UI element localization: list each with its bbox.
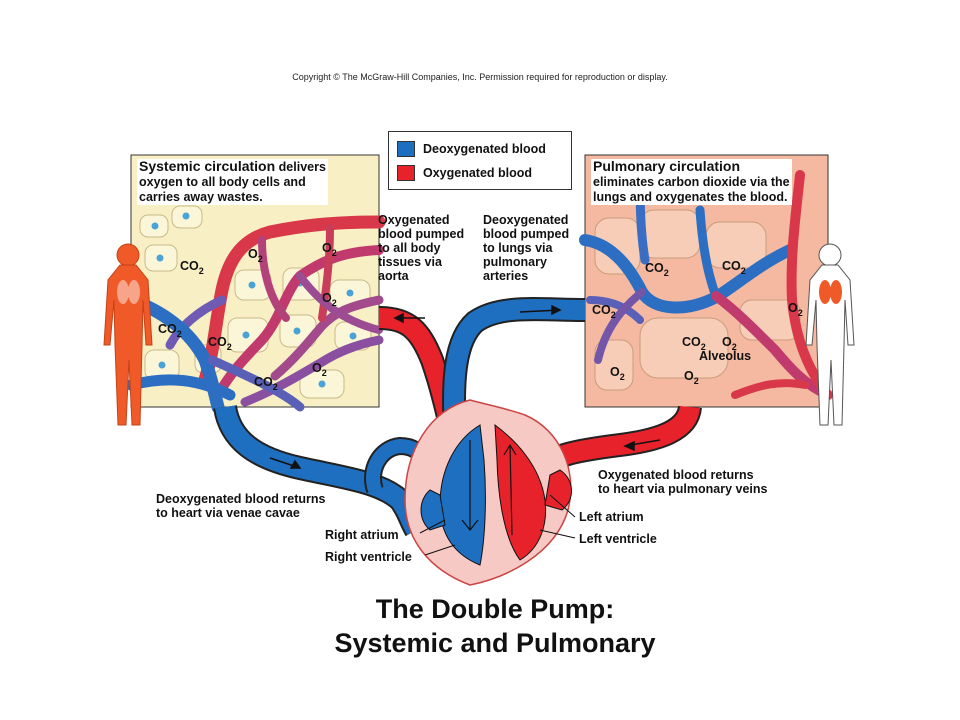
- left-ventricle-label: Left ventricle: [579, 532, 657, 546]
- legend-item-deoxygenated: Deoxygenated blood: [397, 140, 546, 158]
- label-line: blood pumped: [483, 227, 570, 241]
- pulmonary-gas-labels: CO2 CO2 CO2 O2 CO2 O2 Alveolus O2 O2: [592, 259, 803, 386]
- systemic-gas-labels: O2 O2 CO2 O2 CO2 CO2 O2 CO2: [158, 241, 337, 392]
- co2-label: CO2: [208, 335, 232, 352]
- legend-swatch-red: [397, 165, 415, 181]
- heart: [404, 399, 572, 586]
- legend-label: Deoxygenated blood: [423, 142, 546, 156]
- aorta-label: Oxygenated blood pumped to all body tiss…: [378, 213, 464, 283]
- slide-title: The Double Pump: Systemic and Pulmonary: [0, 592, 960, 660]
- o2-label: O2: [248, 247, 263, 264]
- human-figure-right-icon: [805, 243, 855, 426]
- pulmonary-caption: Pulmonary circulation eliminates carbon …: [591, 159, 792, 205]
- co2-label: CO2: [645, 261, 669, 278]
- systemic-caption-line: oxygen to all body cells and: [139, 175, 306, 189]
- label-line: blood pumped: [378, 227, 465, 241]
- label-line: Deoxygenated blood returns: [156, 492, 326, 506]
- pulmonary-caption-line: lungs and oxygenates the blood.: [593, 190, 788, 204]
- o2-label: O2: [788, 301, 803, 318]
- copyright-notice: Copyright © The McGraw-Hill Companies, I…: [292, 72, 668, 82]
- o2-label: O2: [322, 291, 337, 308]
- legend-swatch-blue: [397, 141, 415, 157]
- venae-cavae-label: Deoxygenated blood returns to heart via …: [156, 492, 325, 520]
- label-line: to heart via venae cavae: [156, 506, 300, 520]
- label-line: tissues via: [378, 255, 442, 269]
- legend: Deoxygenated blood Oxygenated blood: [388, 131, 572, 190]
- co2-label: CO2: [722, 259, 746, 276]
- systemic-caption: Systemic circulation delivers oxygen to …: [137, 159, 328, 205]
- pulmonary-arteries-label: Deoxygenated blood pumped to lungs via p…: [483, 213, 569, 283]
- o2-label: O2: [312, 361, 327, 378]
- legend-label: Oxygenated blood: [423, 166, 533, 180]
- left-atrium-label: Left atrium: [579, 510, 644, 524]
- co2-label: CO2: [682, 335, 706, 352]
- o2-label: O2: [610, 365, 625, 382]
- co2-label: CO2: [592, 303, 616, 320]
- right-ventricle-label: Right ventricle: [325, 550, 412, 564]
- o2-label: O2: [684, 369, 699, 386]
- label-line: pulmonary: [483, 255, 547, 269]
- systemic-tissue-panel: [124, 154, 386, 414]
- title-line-1: The Double Pump:: [375, 594, 615, 624]
- systemic-caption-rest: delivers: [278, 160, 326, 174]
- pulmonary-caption-line: eliminates carbon dioxide via the: [593, 175, 790, 189]
- label-line: to heart via pulmonary veins: [598, 482, 768, 496]
- label-line: aorta: [378, 269, 409, 283]
- label-line: Oxygenated: [378, 213, 450, 227]
- heart-leader-lines: [419, 494, 576, 556]
- pulmonary-veins-label: Oxygenated blood returns to heart via pu…: [598, 468, 768, 496]
- systemic-caption-line: carries away wastes.: [139, 190, 263, 204]
- label-line: to all body: [378, 241, 441, 255]
- alveolus-label: Alveolus: [699, 349, 751, 363]
- label-line: arteries: [483, 269, 529, 283]
- co2-label: CO2: [254, 375, 278, 392]
- right-atrium-label: Right atrium: [325, 528, 399, 542]
- legend-item-oxygenated: Oxygenated blood: [397, 164, 532, 182]
- pulmonary-caption-lead: Pulmonary circulation: [593, 158, 741, 174]
- human-figure-left-icon: [103, 243, 153, 426]
- o2-label: O2: [322, 241, 337, 258]
- co2-label: CO2: [180, 259, 204, 276]
- label-line: Deoxygenated: [483, 213, 569, 227]
- label-line: Oxygenated blood returns: [598, 468, 754, 482]
- label-line: to lungs via: [483, 241, 553, 255]
- systemic-caption-lead: Systemic circulation: [139, 158, 276, 174]
- co2-label: CO2: [158, 322, 182, 339]
- title-line-2: Systemic and Pulmonary: [334, 628, 656, 658]
- o2-label: O2: [722, 335, 737, 352]
